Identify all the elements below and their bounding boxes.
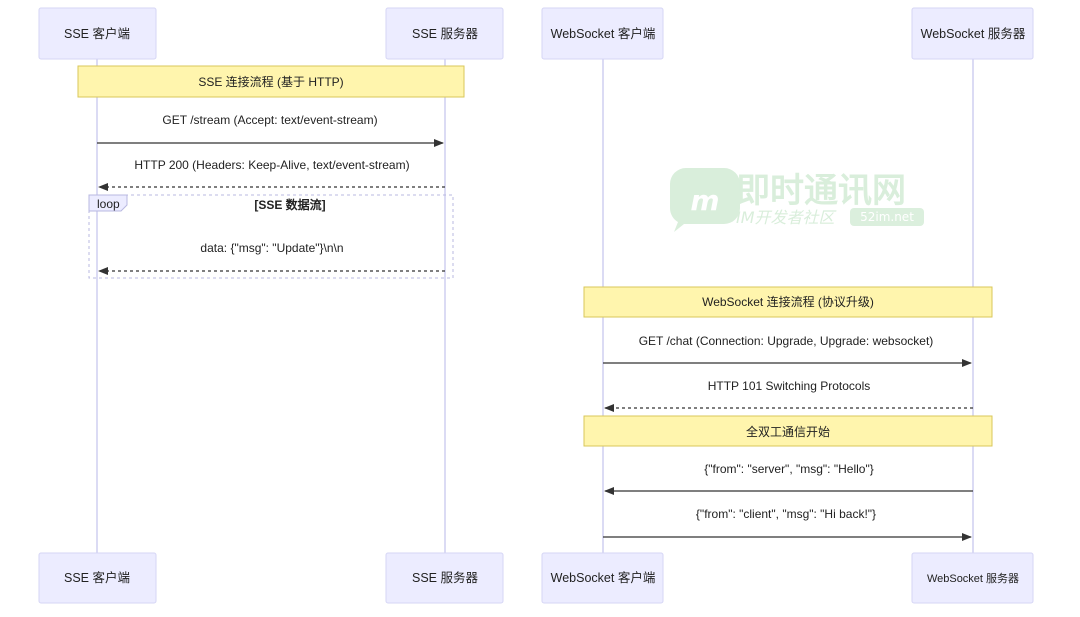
note-text: 全双工通信开始 — [746, 424, 830, 439]
watermark: m 即时通讯网 IM开发者社区 52im.net — [669, 168, 924, 232]
message-label: HTTP 101 Switching Protocols — [708, 379, 871, 393]
actor-ws-client-top: WebSocket 客户端 — [541, 7, 664, 60]
watermark-logo-letter: m — [690, 184, 719, 217]
note-full-duplex: 全双工通信开始 — [583, 415, 993, 447]
actor-ws-server-top: WebSocket 服务器 — [911, 7, 1034, 60]
actor-label: WebSocket 服务器 — [921, 26, 1026, 41]
watermark-domain: 52im.net — [860, 210, 914, 224]
actor-ws-client-bottom: WebSocket 客户端 — [541, 552, 664, 604]
message-label: GET /stream (Accept: text/event-stream) — [162, 113, 377, 127]
watermark-subtitle: IM开发者社区 — [736, 208, 837, 227]
note-text: SSE 连接流程 (基于 HTTP) — [198, 74, 343, 89]
note-ws-upgrade: WebSocket 连接流程 (协议升级) — [583, 286, 993, 318]
message-ws-http-101: HTTP 101 Switching Protocols — [604, 379, 973, 412]
loop-sse-data-stream: loop [SSE 数据流] — [88, 194, 454, 279]
watermark-logo-icon — [669, 168, 740, 232]
message-ws-get-chat: GET /chat (Connection: Upgrade, Upgrade:… — [603, 334, 972, 367]
actor-sse-server-bottom: SSE 服务器 — [385, 552, 504, 604]
actor-sse-client-top: SSE 客户端 — [38, 7, 157, 60]
message-sse-data: data: {"msg": "Update"}\n\n — [98, 241, 445, 275]
note-text: WebSocket 连接流程 (协议升级) — [702, 294, 874, 309]
actor-sse-client-bottom: SSE 客户端 — [38, 552, 157, 604]
message-sse-get-stream: GET /stream (Accept: text/event-stream) — [97, 113, 444, 147]
actor-ws-server-bottom: WebSocket 服务器 — [911, 552, 1034, 604]
message-label: data: {"msg": "Update"}\n\n — [200, 241, 343, 255]
actor-label: SSE 服务器 — [412, 570, 478, 585]
message-label: GET /chat (Connection: Upgrade, Upgrade:… — [639, 334, 934, 348]
actor-label: SSE 服务器 — [412, 26, 478, 41]
message-label: {"from": "server", "msg": "Hello"} — [704, 462, 873, 476]
message-label: HTTP 200 (Headers: Keep-Alive, text/even… — [134, 158, 409, 172]
message-label: {"from": "client", "msg": "Hi back!"} — [696, 507, 876, 521]
loop-title: [SSE 数据流] — [254, 197, 325, 212]
actor-label: SSE 客户端 — [64, 26, 130, 41]
message-ws-client-hi: {"from": "client", "msg": "Hi back!"} — [603, 507, 972, 541]
watermark-title: 即时通讯网 — [736, 171, 906, 211]
actor-label: WebSocket 客户端 — [551, 26, 656, 41]
message-sse-http-200: HTTP 200 (Headers: Keep-Alive, text/even… — [98, 158, 445, 191]
message-ws-server-hello: {"from": "server", "msg": "Hello"} — [604, 462, 973, 495]
watermark-domain-pill — [850, 208, 924, 226]
actor-label: WebSocket 客户端 — [551, 570, 656, 585]
loop-label: loop — [97, 197, 120, 211]
actor-sse-server-top: SSE 服务器 — [385, 7, 504, 60]
actor-label: SSE 客户端 — [64, 570, 130, 585]
actor-label: WebSocket 服务器 — [927, 572, 1019, 585]
note-sse-connection: SSE 连接流程 (基于 HTTP) — [77, 65, 465, 98]
